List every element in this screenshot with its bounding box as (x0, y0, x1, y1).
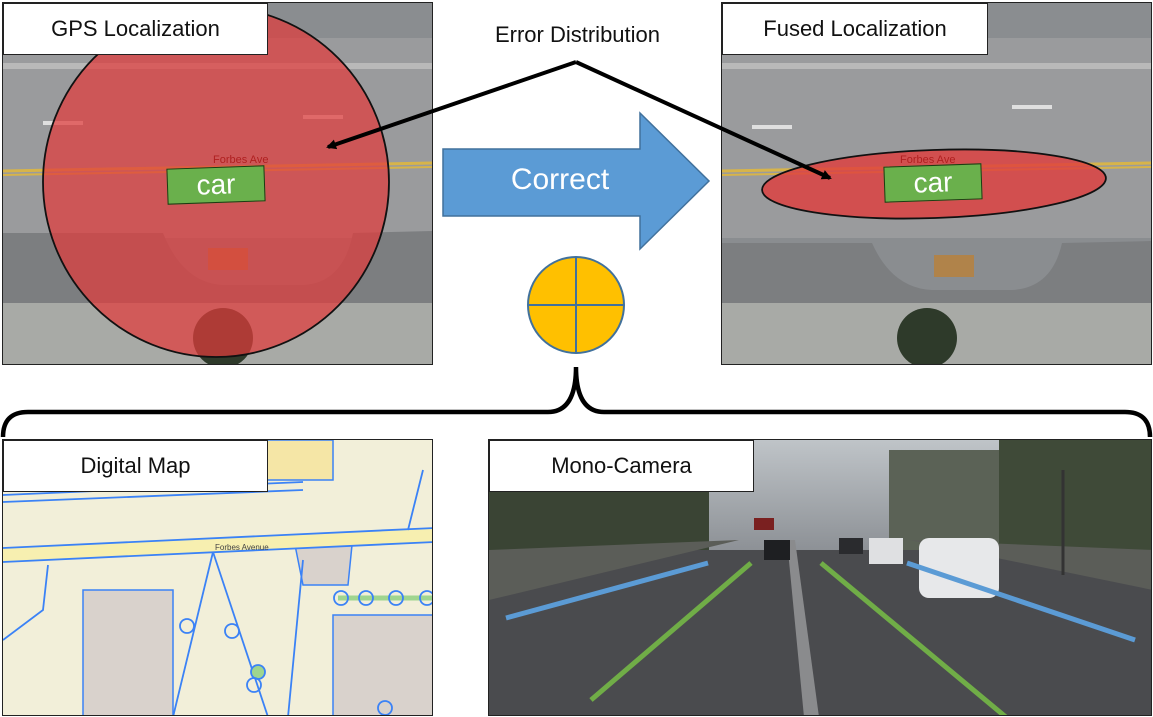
lane-line-right-blue (906, 560, 1136, 643)
camera-image (489, 440, 1151, 715)
gps-localization-panel: Forbes Ave GPS Localization car (2, 2, 433, 365)
digital-map-panel: Forbes Avenue Digital Map (2, 439, 433, 716)
mono-camera-panel: Mono-Camera (488, 439, 1152, 716)
mono-camera-title: Mono-Camera (489, 440, 754, 492)
error-distribution-label: Error Distribution (494, 22, 661, 47)
lane-line-left-blue (505, 560, 709, 621)
lane-line-right-green (819, 561, 1008, 715)
digital-map-title: Digital Map (3, 440, 268, 492)
gps-title: GPS Localization (3, 3, 268, 55)
gps-car-tag: car (166, 165, 266, 205)
lane-line-left-green (589, 561, 753, 702)
map-street-label: Forbes Avenue (215, 543, 269, 552)
fused-title: Fused Localization (722, 3, 988, 55)
gps-street-label: Forbes Ave (213, 154, 268, 166)
fusion-crosshair-icon (527, 256, 625, 354)
fused-car-tag: car (883, 163, 983, 203)
fused-street-label: Forbes Ave (900, 154, 955, 166)
curly-brace-icon (0, 366, 1153, 438)
fused-localization-panel: Forbes Ave Fused Localization car (721, 2, 1152, 365)
lane-detections (505, 560, 1136, 715)
correct-label: Correct (510, 163, 610, 196)
